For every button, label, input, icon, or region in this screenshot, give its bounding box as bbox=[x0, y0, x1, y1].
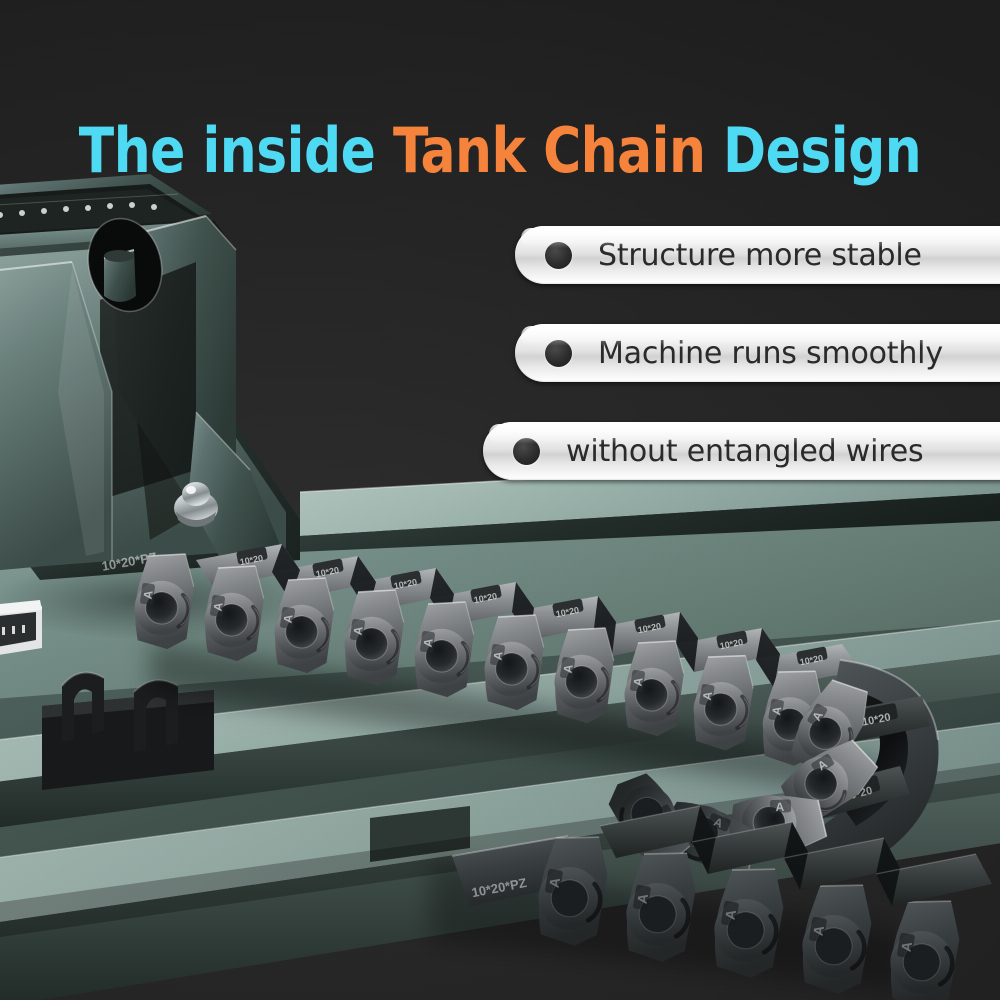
bullet-dot-icon bbox=[545, 339, 572, 367]
title-part-3: Design bbox=[705, 113, 922, 187]
cable-clips bbox=[42, 671, 214, 790]
drag-chain-lower: 10*20*PZ bbox=[430, 805, 992, 1000]
svg-text:10*20: 10*20 bbox=[555, 605, 580, 619]
svg-text:10*20: 10*20 bbox=[315, 565, 340, 579]
ball-knob bbox=[174, 482, 218, 527]
feature-label-2: Machine runs smoothly bbox=[598, 335, 943, 371]
chain-bend: 10*20 10*20 bbox=[602, 659, 939, 886]
drag-chain-upper: 10*20 10*20 10*20 10*20 bbox=[129, 544, 939, 886]
title-part-2: Tank Chain bbox=[392, 113, 706, 187]
svg-text:10*20: 10*20 bbox=[719, 637, 744, 651]
bullet-dot-icon bbox=[545, 241, 572, 269]
feature-pill-2[interactable]: Machine runs smoothly bbox=[515, 324, 1000, 382]
svg-text:10*20: 10*20 bbox=[239, 553, 264, 567]
feature-label-1: Structure more stable bbox=[598, 237, 922, 273]
svg-text:10*20: 10*20 bbox=[637, 621, 662, 635]
svg-text:10*20: 10*20 bbox=[393, 577, 418, 591]
wire-connector bbox=[0, 600, 42, 655]
feature-label-3: without entangled wires bbox=[566, 433, 924, 469]
svg-text:10*20: 10*20 bbox=[473, 591, 498, 605]
spindle-cutout bbox=[87, 217, 163, 313]
feature-pill-3[interactable]: without entangled wires bbox=[483, 422, 1000, 480]
title-part-1: The inside bbox=[78, 113, 393, 187]
page-title: The inside Tank Chain Design bbox=[35, 119, 965, 182]
svg-text:10*20: 10*20 bbox=[861, 711, 892, 728]
gantry-head: 10*20*PZ bbox=[0, 174, 310, 640]
feature-pill-1[interactable]: Structure more stable bbox=[515, 226, 1000, 284]
bullet-dot-icon bbox=[513, 437, 540, 465]
svg-text:10*20: 10*20 bbox=[799, 653, 824, 667]
